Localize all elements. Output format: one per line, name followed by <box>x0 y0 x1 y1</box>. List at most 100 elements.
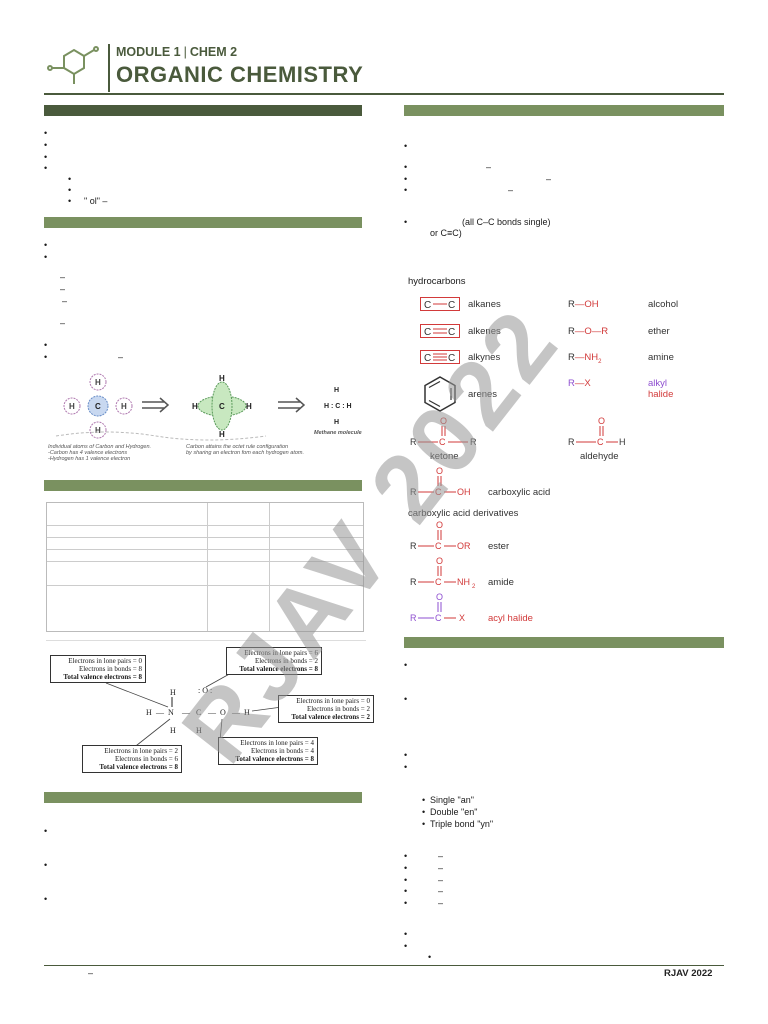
carboxylic-acid-label: carboxylic acid <box>488 487 551 498</box>
alcohol-structure: R—OH <box>568 299 599 310</box>
carboxylic-acid-structure: O R C OH <box>410 466 471 497</box>
amine-label: amine <box>648 352 674 363</box>
svg-text:H : C : H: H : C : H <box>324 403 352 410</box>
alkynes-label: alkynes <box>468 352 501 363</box>
svg-text:C: C <box>597 437 604 447</box>
alcohol-label: alcohol <box>648 299 679 310</box>
lewis-structure-figure: H— N H —C —O —H : O : H H Electrons in l… <box>46 640 374 781</box>
aldehyde-structure: O R C H <box>568 416 626 447</box>
svg-text:H: H <box>219 430 225 439</box>
section-bar-6 <box>404 637 724 648</box>
methane-caption-4: Carbon attains the octet rule configurat… <box>186 444 288 450</box>
svg-text:R: R <box>410 487 417 497</box>
svg-text:C: C <box>424 300 431 311</box>
svg-text:C: C <box>435 487 442 497</box>
svg-text:C: C <box>95 402 101 411</box>
svg-text:H: H <box>244 708 250 717</box>
section-bar-2 <box>44 217 362 228</box>
acyl-halide-label: acyl halide <box>488 613 533 624</box>
svg-text:H: H <box>246 402 252 411</box>
svg-text:C: C <box>448 353 455 364</box>
ketone-structure: O R C R <box>410 416 477 447</box>
svg-text:C: C <box>196 708 201 717</box>
svg-text:C: C <box>448 300 455 311</box>
svg-text:OR: OR <box>457 541 471 551</box>
methane-caption-6: Methane molecule <box>314 430 362 436</box>
alkyl-halide-label: alkyl halide <box>648 378 674 400</box>
methane-figure: H C H H H H C H H H H H : C : H H Indivi… <box>46 370 364 462</box>
footer-rule <box>44 965 724 966</box>
svg-text:: O :: : O : <box>198 686 212 695</box>
amine-structure: R—NH2 <box>568 352 602 365</box>
svg-text:H: H <box>170 688 176 697</box>
svg-text:H: H <box>196 726 202 735</box>
footer-brand: RJAV 2022 <box>664 968 713 979</box>
ester-structure: O R C OR <box>410 520 471 551</box>
alkenes-label: alkenes <box>468 326 501 337</box>
methane-caption-2: -Carbon has 4 valence electrons <box>48 450 127 456</box>
svg-text:—: — <box>181 708 191 717</box>
header-rule <box>44 93 724 95</box>
ether-structure: R—O—R <box>568 326 609 337</box>
svg-text:2: 2 <box>472 584 476 590</box>
section-bar-3 <box>44 480 362 491</box>
double-bond-item: Double "en" <box>422 807 477 817</box>
svg-text:X: X <box>459 613 465 623</box>
molecule-logo-icon <box>47 46 99 84</box>
alkane-bond-icon: C C <box>420 297 460 311</box>
svg-text:H: H <box>619 437 626 447</box>
methane-caption-3: -Hydrogen has 1 valence electron <box>48 456 130 462</box>
summary-table <box>46 502 364 632</box>
svg-text:N: N <box>168 708 174 717</box>
single-bond-item: Single "an" <box>422 795 474 805</box>
svg-text:C: C <box>435 613 442 623</box>
svg-text:H: H <box>95 426 101 435</box>
svg-text:R: R <box>568 437 575 447</box>
alkanes-label: alkanes <box>468 299 501 310</box>
svg-text:R: R <box>470 437 477 447</box>
svg-text:C: C <box>435 541 442 551</box>
functional-groups-figure: hydrocarbons C C alkanes C C alkenes C C… <box>404 270 734 630</box>
svg-text:OH: OH <box>457 487 471 497</box>
svg-text:H: H <box>69 402 75 411</box>
alkene-bond-icon: C C <box>420 324 460 338</box>
svg-text:C: C <box>219 402 225 411</box>
ketone-label: ketone <box>430 451 459 462</box>
svg-text:H: H <box>334 419 339 426</box>
svg-text:H: H <box>192 402 198 411</box>
acyl-halide-structure: O R C X <box>410 592 465 623</box>
alkane-note-2: or C≡C) <box>430 228 462 238</box>
svg-text:C: C <box>424 353 431 364</box>
svg-text:—: — <box>231 708 241 717</box>
svg-text:O: O <box>598 416 605 426</box>
section-bar-4 <box>44 792 362 803</box>
ol-line: " ol" – <box>84 196 108 206</box>
svg-text:O: O <box>436 520 443 530</box>
svg-text:C: C <box>448 327 455 338</box>
svg-text:R: R <box>410 541 417 551</box>
svg-text:H: H <box>95 378 101 387</box>
arenes-label: arenes <box>468 389 498 400</box>
methane-caption-1: Individual atoms of Carbon and Hydrogen. <box>48 444 151 450</box>
svg-text:O: O <box>436 592 443 602</box>
svg-text:O: O <box>440 416 447 426</box>
ester-label: ester <box>488 541 510 552</box>
benzene-ring-icon <box>424 376 456 412</box>
svg-text:O: O <box>220 708 226 717</box>
footer-dash: – <box>88 968 94 978</box>
svg-text:C: C <box>435 577 442 587</box>
amide-label: amide <box>488 577 514 588</box>
section-bar-5 <box>404 105 724 116</box>
svg-text:H: H <box>146 708 152 717</box>
section-bar-1 <box>44 105 362 116</box>
methane-caption-5: by sharing an electron fom each hydrogen… <box>186 450 304 456</box>
svg-text:H: H <box>334 387 339 394</box>
header-divider <box>108 44 110 92</box>
ether-label: ether <box>648 326 670 337</box>
svg-text:O: O <box>436 466 443 476</box>
svg-text:C: C <box>424 327 431 338</box>
